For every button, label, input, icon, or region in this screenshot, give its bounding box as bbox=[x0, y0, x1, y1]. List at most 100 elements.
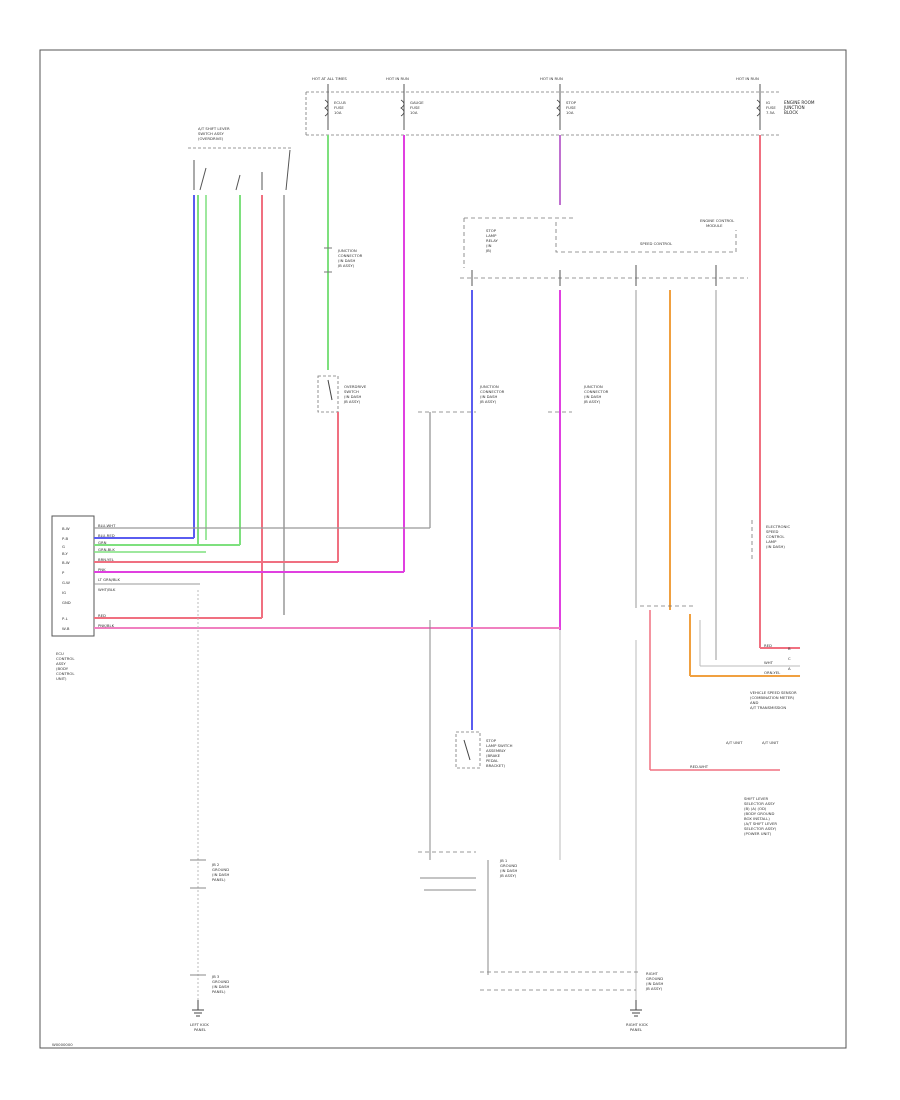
footer-code: W0000000 bbox=[52, 1042, 73, 1047]
vss-wire-2: WHT bbox=[764, 660, 774, 665]
ecu-pin-2: P-B bbox=[62, 536, 68, 541]
ecu-wire-label-9: RED bbox=[98, 613, 106, 618]
ecu-pin-4: B-Y bbox=[62, 551, 69, 556]
stop-lamp-switch: STOP LAMP SWITCH ASSEMBLY (BRAKE PEDAL B… bbox=[455, 731, 513, 769]
c4-label-2: CONNECTOR bbox=[584, 389, 609, 394]
fuse-box-label-2: JUNCTION bbox=[783, 105, 805, 110]
vss-label-2: (COMBINATION METER) bbox=[750, 695, 795, 700]
ss-label-5: PEDAL bbox=[486, 758, 499, 763]
g2a-label-1: JB 1 bbox=[499, 858, 508, 863]
ground-connector-g1b: JB 3 GROUND (IN DASH PANEL) bbox=[190, 974, 230, 994]
ground-connector-g1a: JB 2 GROUND (IN DASH PANEL) bbox=[190, 859, 230, 889]
ecu-wire-label-7: LT GRN/BLK bbox=[98, 577, 121, 582]
c1-label-4: JB ASSY) bbox=[337, 263, 355, 268]
g1b-label-2: GROUND bbox=[212, 979, 229, 984]
overdrive-switch: OVERDRIVE SWITCH (IN DASH JB ASSY) bbox=[317, 375, 367, 413]
ground-left-name-1: LEFT KICK bbox=[190, 1022, 209, 1027]
ecu-name-4: (BODY bbox=[56, 666, 69, 671]
c2-label-4: JB ASSY) bbox=[343, 399, 361, 404]
g2b-label-2: GROUND bbox=[646, 976, 663, 981]
g2b-label-1: RIGHT bbox=[646, 971, 659, 976]
fuse-3-type: FUSE bbox=[566, 105, 576, 110]
vss-label-3: AND bbox=[750, 700, 758, 705]
ecu-pin-9: GND bbox=[62, 600, 71, 605]
vss-label-4: A/T TRANSMISSION bbox=[750, 705, 786, 710]
ecu-pin-6: P bbox=[62, 570, 65, 575]
c4-label-4: JB ASSY) bbox=[583, 399, 601, 404]
fuse-3-amps: 10A bbox=[566, 110, 574, 115]
g1b-label-1: JB 3 bbox=[211, 974, 220, 979]
ecu-wire-label-1: BLU-WHT bbox=[98, 523, 116, 528]
ecu-wire-label-4: GRN-BLK bbox=[98, 547, 115, 552]
shift-unit-top-2: A/T UNIT bbox=[762, 740, 779, 745]
ecu-name-5: CONTROL bbox=[56, 671, 75, 676]
ss-label-2: LAMP SWITCH bbox=[486, 743, 513, 748]
ecm-label-2: MODULE bbox=[706, 223, 723, 228]
fuse-4-hot: HOT IN RUN bbox=[736, 76, 759, 81]
c2-label-1: OVERDRIVE bbox=[344, 384, 367, 389]
c4-label-3: (IN DASH bbox=[584, 394, 602, 399]
su-label-8: (POWER UNIT) bbox=[744, 831, 772, 836]
c3-label-3: (IN DASH bbox=[480, 394, 498, 399]
junction-connector-3: JUNCTION CONNECTOR (IN DASH JB ASSY) bbox=[418, 384, 505, 413]
relay-label-5: JB) bbox=[485, 248, 492, 253]
fuse-1-type: FUSE bbox=[334, 105, 344, 110]
su-label-7: SELECTOR ASSY) bbox=[744, 826, 777, 831]
fuse-2-type: FUSE bbox=[410, 105, 420, 110]
c1-label-3: (IN DASH bbox=[338, 258, 356, 263]
junction-connector-1: JUNCTION CONNECTOR (IN DASH JB ASSY) bbox=[324, 247, 363, 273]
g1a-label-2: GROUND bbox=[212, 867, 229, 872]
shift-unit: A/T UNIT A/T UNIT RED-WHT SHIFT LEVER SE… bbox=[650, 740, 780, 836]
g1a-label-4: PANEL) bbox=[212, 877, 226, 882]
ecu-pin-1: B-W bbox=[62, 526, 70, 531]
shift-unit-top-1: A/T UNIT bbox=[726, 740, 743, 745]
vss-pin-c: C bbox=[788, 656, 791, 661]
rc-label-1: ELECTRONIC bbox=[766, 524, 790, 529]
rc-label-5: (IN DASH) bbox=[766, 544, 785, 549]
relay-label-3: RELAY bbox=[486, 238, 499, 243]
junction-connector-4: JUNCTION CONNECTOR (IN DASH JB ASSY) bbox=[548, 384, 609, 413]
fuse-4-name: IG bbox=[766, 100, 770, 105]
ground-right-name-1: RIGHT KICK bbox=[626, 1022, 648, 1027]
fuse-3-hot: HOT IN RUN bbox=[540, 76, 563, 81]
shift-switch-label-1: A/T SHIFT LEVER bbox=[198, 126, 230, 131]
relay-label-1: STOP bbox=[486, 228, 497, 233]
ecu-wire-label-10: PNK/BLK bbox=[98, 623, 115, 628]
vss-pin-b: B bbox=[788, 646, 791, 651]
ecu-pin-7: G-W bbox=[62, 580, 70, 585]
ecu-pin-11: W-B bbox=[62, 626, 70, 631]
ground-symbol-right: RIGHT KICK PANEL bbox=[626, 1000, 648, 1032]
ground-connector-g2b: RIGHT GROUND (IN DASH JB ASSY) bbox=[480, 971, 664, 991]
vss-label-1: VEHICLE SPEED SENSOR bbox=[750, 690, 797, 695]
ecu-pin-10: P-L bbox=[62, 616, 69, 621]
ss-label-3: ASSEMBLY bbox=[486, 748, 506, 753]
g1a-label-1: JB 2 bbox=[211, 862, 220, 867]
vss-pin-a: A bbox=[788, 666, 791, 671]
c1-label-2: CONNECTOR bbox=[338, 253, 363, 258]
fuse-box-label-3: BLOCK bbox=[784, 110, 798, 115]
ss-label-6: BRACKET) bbox=[486, 763, 505, 768]
ecu-pin-5: B-W bbox=[62, 560, 70, 565]
junction-connector-5: ELECTRONIC SPEED CONTROL LAMP (IN DASH) bbox=[751, 520, 790, 560]
c2-label-3: (IN DASH bbox=[344, 394, 362, 399]
ecu-pins: B-W P-B G B-Y B-W P G-W IG GND P-L W-B bbox=[62, 526, 71, 631]
fuse-2: HOT IN RUN GAUGE FUSE 10A bbox=[386, 76, 424, 130]
fuse-2-name: GAUGE bbox=[410, 100, 424, 105]
fuse-4-amps: 7.5A bbox=[766, 110, 775, 115]
g2a-label-3: (IN DASH bbox=[500, 868, 518, 873]
fuse-1-amps: 10A bbox=[334, 110, 342, 115]
su-label-1: SHIFT LEVER bbox=[744, 796, 769, 801]
c3-label-4: JB ASSY) bbox=[479, 399, 497, 404]
g1a-label-3: (IN DASH bbox=[212, 872, 230, 877]
engine-control-module: ENGINE CONTROL MODULE SPEED CONTROL bbox=[460, 218, 748, 286]
rc-label-4: LAMP bbox=[766, 539, 777, 544]
ecu-pin-8: IG bbox=[62, 590, 66, 595]
ecu-wire-label-8: WHT/BLK bbox=[98, 587, 116, 592]
ground-symbol-left: LEFT KICK PANEL bbox=[190, 1000, 209, 1032]
fuse-2-amps: 10A bbox=[410, 110, 418, 115]
fuse-1-name: ECU-B bbox=[334, 100, 346, 105]
ecu-name-3: ASSY bbox=[56, 661, 66, 666]
c1-label-1: JUNCTION bbox=[337, 248, 357, 253]
ecu-wire-label-6: PNK bbox=[98, 567, 106, 572]
